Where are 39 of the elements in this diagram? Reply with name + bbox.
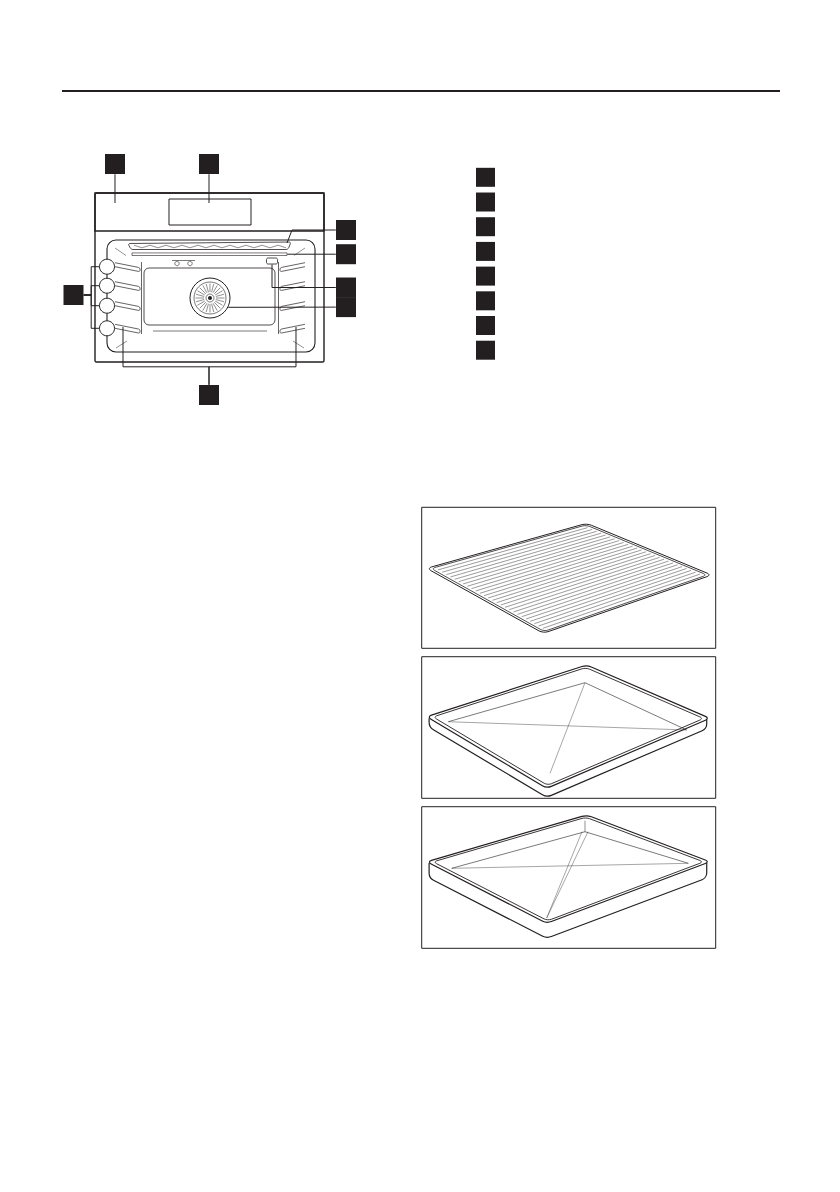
leader-line (227, 306, 337, 308)
lamp (266, 257, 278, 265)
callout-square (476, 266, 495, 286)
shelf-position-circle (99, 297, 115, 314)
callout-square (105, 154, 125, 174)
shelf-position-circle (99, 320, 115, 337)
wire-shelf-picture (421, 506, 717, 649)
leader-line (271, 263, 337, 288)
callout-square (336, 297, 356, 318)
deep-pan-picture (421, 806, 717, 949)
callout-square (476, 291, 495, 311)
shelf-position-circle (99, 277, 115, 294)
leader-line (286, 229, 337, 244)
display (168, 198, 252, 226)
callout-square (476, 192, 495, 212)
shelf-runners (278, 261, 306, 335)
callout-square (476, 340, 495, 360)
callout-square (63, 285, 84, 305)
control-panel (94, 192, 325, 232)
callout-square (199, 154, 219, 174)
callout-square (199, 385, 219, 405)
baking-tray-picture (421, 656, 717, 799)
fan-cover (189, 277, 231, 319)
leader-line (286, 253, 337, 255)
callout-square (476, 316, 495, 335)
callout-square (476, 167, 495, 187)
callout-square (336, 244, 356, 265)
shelf-position-circle (99, 258, 115, 275)
leader-line (83, 294, 100, 329)
heating-element (128, 241, 291, 250)
leader-line (114, 173, 116, 204)
shelf-runners (114, 261, 142, 335)
callout-square (476, 241, 495, 261)
leader-line (208, 173, 210, 204)
leader-line (208, 326, 297, 386)
callout-square (476, 217, 495, 237)
heating-rod (131, 252, 288, 256)
callout-square (336, 220, 356, 240)
callout-square (336, 277, 356, 298)
